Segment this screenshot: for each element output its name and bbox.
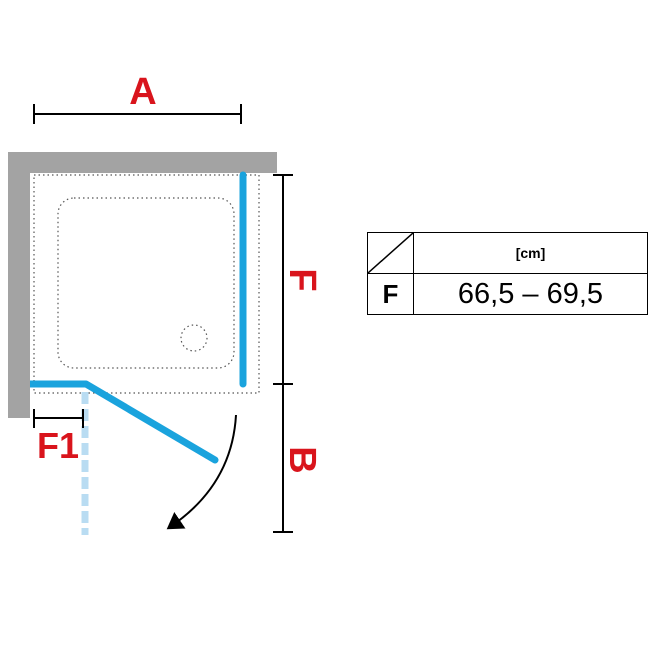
drain-icon (180, 324, 208, 352)
dimension-f-b: F B (273, 174, 323, 533)
door-swing-arc (166, 414, 237, 530)
side-wall (8, 152, 30, 418)
swing-door-glass (82, 380, 219, 464)
table-header-row: [cm] (367, 232, 648, 274)
dimension-table: [cm] F 66,5 – 69,5 (367, 232, 648, 315)
row-label: F (367, 273, 414, 315)
shower-tray (57, 197, 235, 369)
dimension-label-f1: F1 (37, 425, 79, 466)
dimension-a: A (33, 71, 242, 124)
dimension-label-a: A (129, 71, 156, 113)
diagonal-divider (368, 233, 413, 273)
table-corner-cell (367, 232, 414, 274)
row-value: 66,5 – 69,5 (413, 273, 648, 315)
dimension-label-b: B (281, 446, 323, 473)
dimension-f1: F1 (33, 409, 84, 466)
table-row: F 66,5 – 69,5 (367, 273, 648, 315)
dimension-label-f: F (281, 268, 323, 291)
back-wall (8, 152, 277, 173)
unit-header: [cm] (413, 232, 648, 274)
enclosure-outline (33, 174, 260, 394)
